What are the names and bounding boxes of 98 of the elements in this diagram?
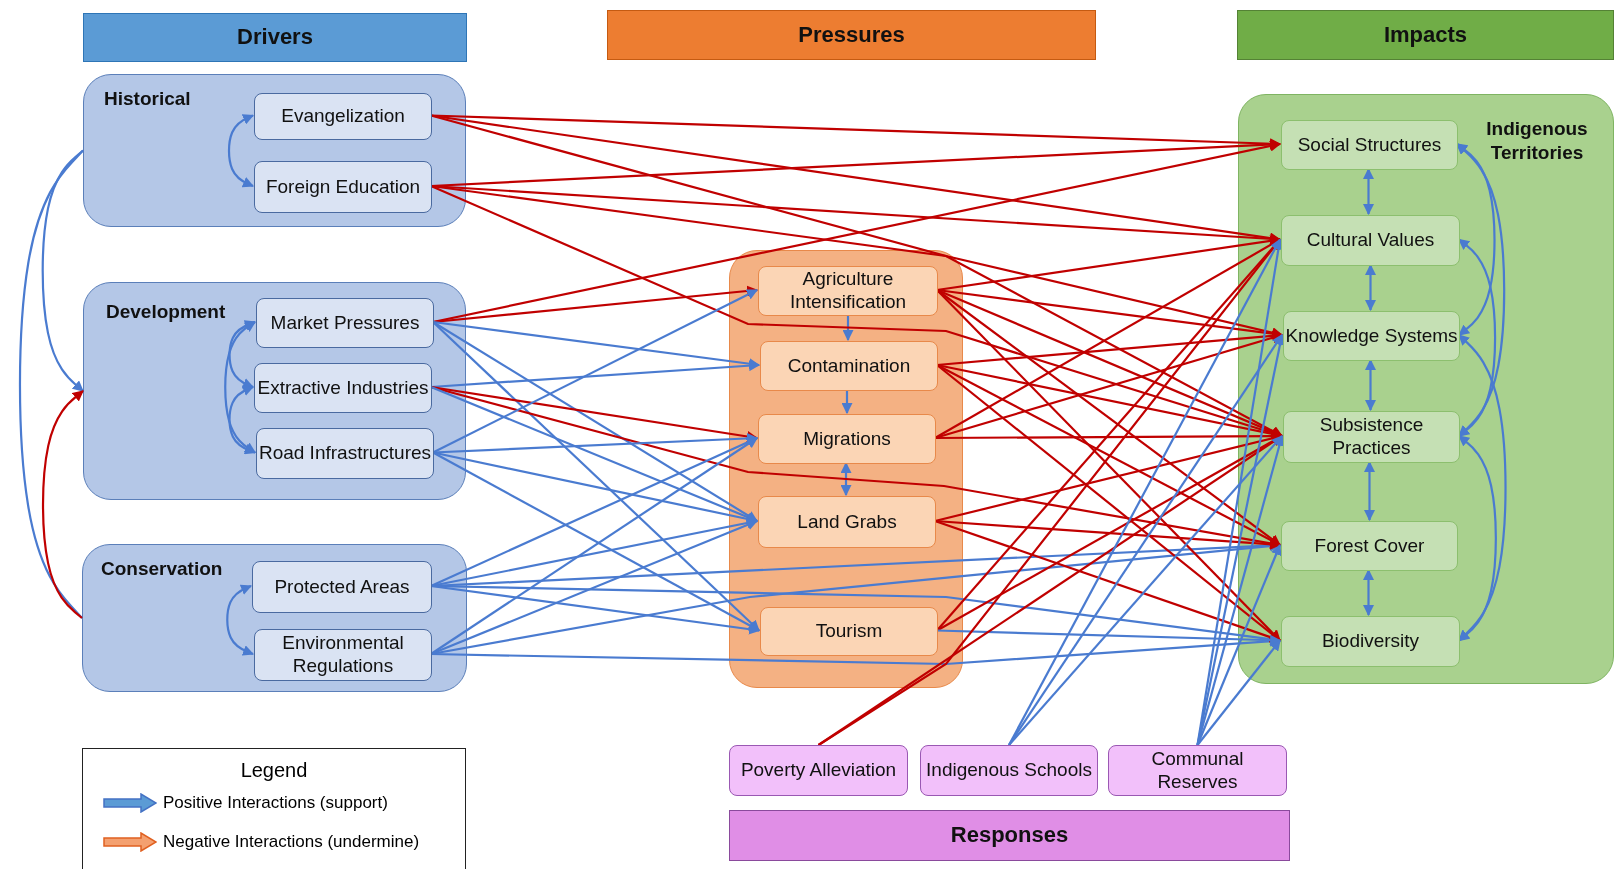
arrow	[1365, 263, 1376, 312]
factor-label: Migrations	[803, 427, 891, 451]
factor-label: Environmental Regulations	[281, 632, 405, 678]
arrow	[430, 437, 758, 655]
arrow	[936, 629, 1282, 646]
factor-box	[254, 363, 432, 413]
arrow	[840, 461, 852, 497]
header-band	[729, 810, 1290, 861]
arrow	[936, 364, 1281, 642]
arrow	[430, 114, 1283, 437]
arrow	[226, 584, 255, 656]
arrow	[430, 385, 759, 442]
arrow	[41, 390, 84, 619]
factor-box	[1281, 616, 1460, 667]
factor-box	[758, 266, 938, 316]
header-band	[607, 10, 1096, 60]
arrow	[224, 321, 256, 454]
factor-label: Protected Areas	[274, 575, 410, 599]
factor-label: Agriculture Intensification	[788, 268, 908, 314]
arrow	[432, 451, 760, 632]
factor-box	[920, 745, 1098, 796]
header-label: Drivers	[237, 24, 313, 51]
arrow	[934, 519, 1282, 550]
arrow	[934, 519, 1282, 643]
factor-box	[1281, 215, 1460, 266]
factor-box	[1281, 120, 1458, 170]
arrow	[227, 114, 254, 188]
factor-box	[758, 496, 936, 548]
factor-box	[760, 341, 938, 391]
factor-box	[254, 93, 432, 140]
factor-box	[256, 428, 434, 479]
factor-box	[1283, 411, 1460, 463]
arrow	[1008, 435, 1283, 746]
arrow	[432, 321, 760, 632]
arrow	[432, 321, 758, 522]
arrow	[1008, 334, 1283, 746]
header-band	[83, 13, 467, 62]
factor-label: Foreign Education	[265, 175, 421, 199]
factor-label: Extractive Industries	[257, 376, 429, 400]
group-panel	[1238, 94, 1614, 684]
arrow	[1196, 639, 1281, 746]
arrow	[1365, 358, 1376, 412]
group-label: Indigenous Territories	[1485, 117, 1589, 165]
arrow	[430, 386, 758, 523]
arrow	[1196, 544, 1282, 746]
group-panel	[82, 544, 467, 692]
header-label: Pressures	[798, 21, 905, 49]
factor-label: Indigenous Schools	[926, 759, 1092, 782]
factor-label: Cultural Values	[1306, 229, 1435, 252]
factor-label: Tourism	[815, 620, 883, 643]
factor-box	[758, 414, 936, 464]
legend-label: Positive Interactions (support)	[163, 793, 388, 813]
arrow	[936, 364, 1281, 546]
arrow	[432, 289, 758, 454]
factor-label: Communal Reserves	[1150, 747, 1245, 794]
group-label: Conservation	[101, 557, 223, 581]
factor-box	[760, 607, 938, 656]
factor-label: Evangelization	[281, 105, 405, 128]
header-label: Impacts	[1383, 21, 1468, 49]
arrow	[1458, 238, 1497, 437]
group-box	[729, 250, 963, 688]
factor-box	[1281, 521, 1458, 571]
factor-label: Biodiversity	[1321, 630, 1420, 653]
arrow	[228, 320, 257, 389]
factor-label: Social Structures	[1297, 133, 1442, 157]
factor-box	[256, 298, 434, 348]
factor-label: Forest Cover	[1314, 534, 1425, 558]
factor-label: Poverty Alleviation	[740, 759, 897, 782]
header-band	[1237, 10, 1614, 60]
factor-box	[1108, 745, 1287, 796]
arrow	[1363, 568, 1374, 617]
factor-box	[252, 561, 432, 613]
arrow	[841, 390, 853, 415]
arrow	[430, 437, 758, 587]
group-panel	[83, 74, 466, 227]
factor-label: Knowledge Systems	[1285, 324, 1458, 348]
header-label: Responses	[950, 822, 1069, 849]
arrow	[1458, 435, 1497, 642]
factor-box	[254, 629, 432, 681]
factor-label: Road Infrastructures	[258, 442, 432, 465]
factor-label: Land Grabs	[797, 510, 897, 534]
arrow	[41, 149, 84, 392]
arrow	[842, 315, 854, 342]
arrow	[432, 140, 1282, 324]
factor-box	[254, 161, 432, 213]
arrow	[1364, 460, 1375, 522]
factor-label: Subsistence Practices	[1318, 414, 1425, 460]
arrow	[430, 584, 761, 635]
factor-label: Contamination	[787, 354, 911, 378]
legend-title: Legend	[239, 759, 309, 782]
factor-box	[1283, 311, 1460, 361]
arrow	[1363, 167, 1374, 216]
factor-label: Market Pressures	[270, 311, 420, 335]
factor-box	[729, 745, 908, 796]
group-label: Development	[106, 300, 226, 324]
group-label: Historical	[104, 87, 191, 111]
legend-label: Negative Interactions (undermine)	[163, 832, 420, 852]
group-panel	[83, 282, 466, 500]
